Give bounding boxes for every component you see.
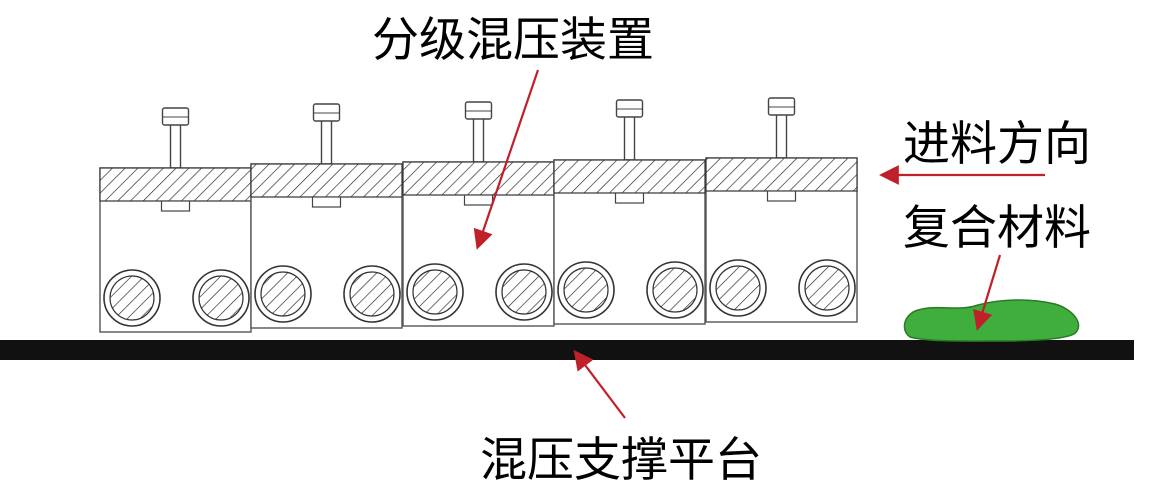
hatched-cap-plate	[402, 161, 555, 196]
roller-core	[652, 267, 698, 313]
roller-core	[109, 275, 155, 321]
device-pointer-arrow	[473, 69, 540, 250]
platform-label: 混压支撑平台	[480, 433, 762, 488]
roller-core	[804, 265, 850, 311]
hatched-cap-plate	[705, 157, 858, 192]
device-label: 分级混压装置	[372, 13, 654, 68]
press-notch	[463, 194, 494, 206]
roller-core	[412, 269, 458, 315]
press-notch	[160, 200, 191, 212]
platform-pointer-arrow	[573, 349, 626, 419]
feed-direction-label: 进料方向	[903, 117, 1091, 172]
roller-core	[715, 265, 761, 311]
press-notch	[766, 190, 797, 202]
roller-core	[260, 271, 306, 317]
press-unit-5	[705, 97, 858, 323]
press-notch	[614, 192, 645, 204]
press-unit-2	[250, 103, 403, 329]
bolt-shaft	[472, 117, 485, 163]
bolt-shaft	[623, 115, 636, 161]
press-unit-3	[402, 101, 555, 327]
hatched-cap-plate	[250, 163, 403, 198]
hatched-cap-plate	[553, 159, 706, 194]
grading-press-device	[99, 97, 858, 333]
bolt-shaft	[320, 119, 333, 165]
press-unit-4	[553, 99, 706, 325]
roller-core	[501, 269, 547, 315]
hatched-cap-plate	[99, 167, 252, 202]
composite-pointer-arrow	[973, 254, 1002, 331]
composite-label: 复合材料	[903, 201, 1091, 256]
press-notch	[311, 196, 342, 208]
bolt-shaft	[169, 123, 182, 169]
bolt-shaft	[775, 113, 788, 159]
press-unit-1	[99, 107, 252, 333]
support-platform	[0, 340, 1134, 360]
roller-core	[349, 271, 395, 317]
roller-core	[563, 267, 609, 313]
composite-material	[903, 299, 1080, 342]
roller-core	[198, 275, 244, 321]
